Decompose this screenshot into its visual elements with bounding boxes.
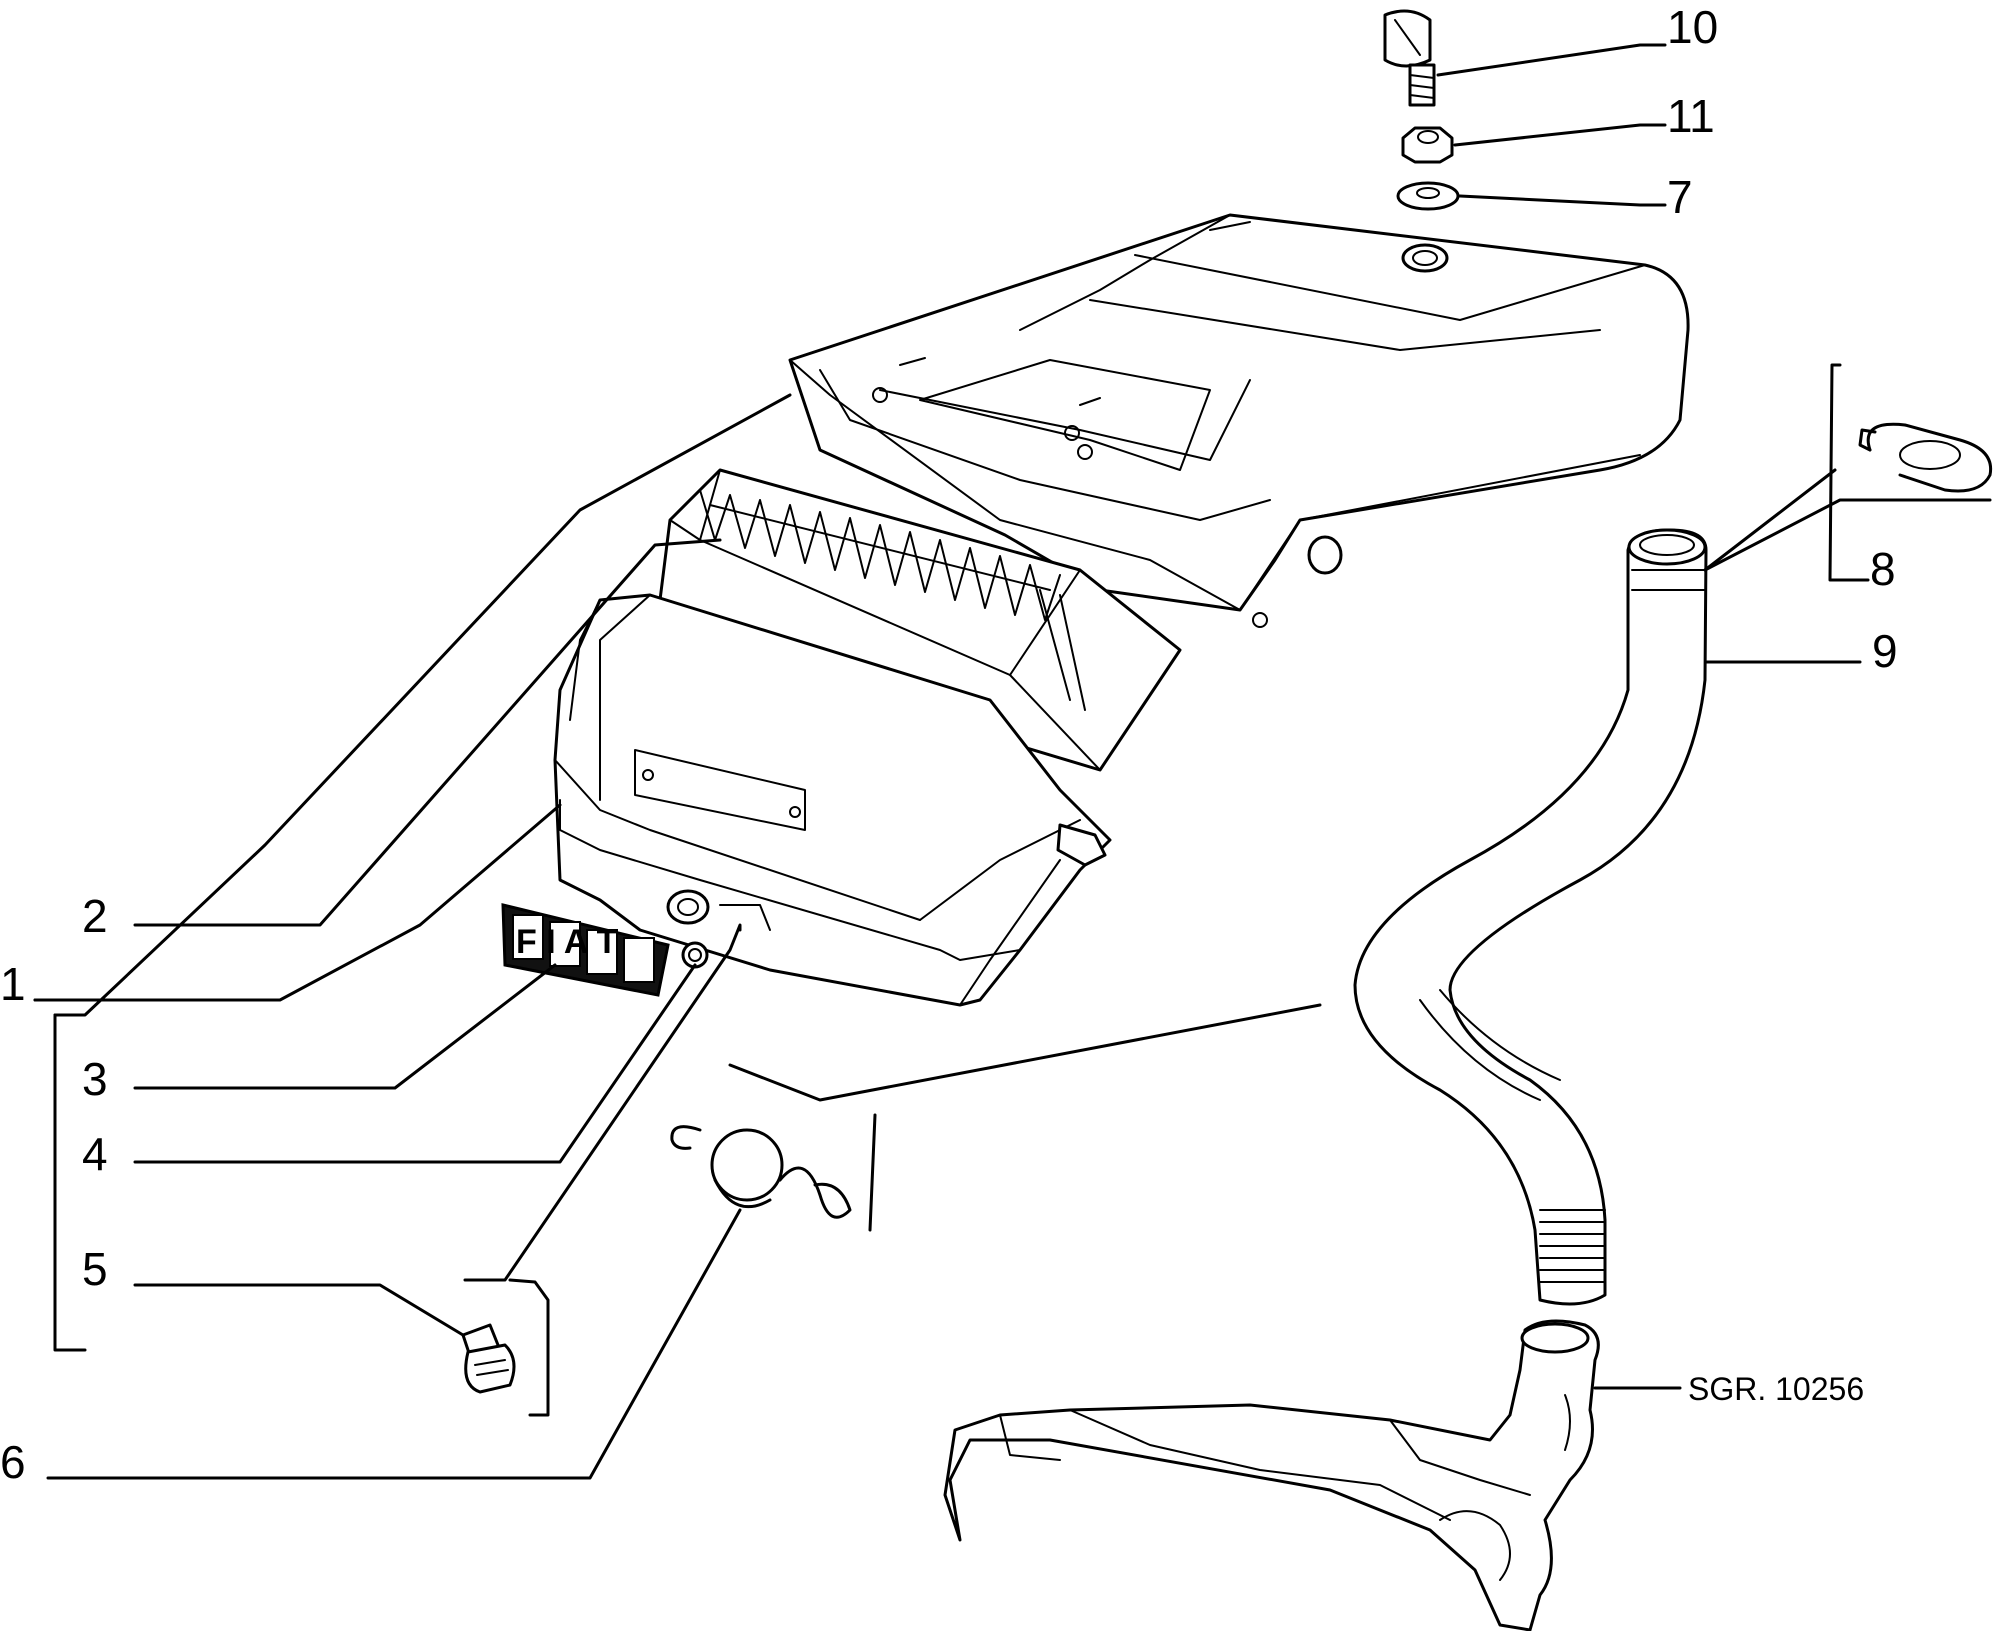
air-filter-lower-housing xyxy=(553,593,1112,1007)
callout-8: 8 xyxy=(1870,543,1896,595)
callout-10: 10 xyxy=(1667,1,1718,53)
nut xyxy=(1401,126,1454,164)
air-filter-cover xyxy=(788,213,1690,628)
callout-1: 1 xyxy=(0,958,26,1010)
screw xyxy=(1383,9,1436,107)
air-hose xyxy=(1353,528,1708,1306)
air-intake-duct xyxy=(943,1319,1600,1631)
callout-9: 9 xyxy=(1872,625,1898,677)
washer xyxy=(1396,181,1460,211)
callout-11: 11 xyxy=(1667,90,1715,142)
filter-element xyxy=(658,468,1182,772)
leader-lines xyxy=(33,43,1992,1480)
fiat-logo-text: F I A T xyxy=(516,923,618,961)
callout-2: 2 xyxy=(82,890,108,942)
callout-5: 5 xyxy=(82,1243,108,1295)
hose-clamp xyxy=(1858,422,1993,493)
rubber-plug xyxy=(681,941,709,969)
callout-4: 4 xyxy=(82,1128,108,1180)
callout-3: 3 xyxy=(82,1053,108,1105)
spring-clip xyxy=(670,1125,852,1219)
callout-7: 7 xyxy=(1667,171,1693,223)
callout-6: 6 xyxy=(0,1436,26,1488)
drain-valve xyxy=(461,1323,516,1394)
drawing-reference: SGR. 10256 xyxy=(1688,1371,1864,1407)
